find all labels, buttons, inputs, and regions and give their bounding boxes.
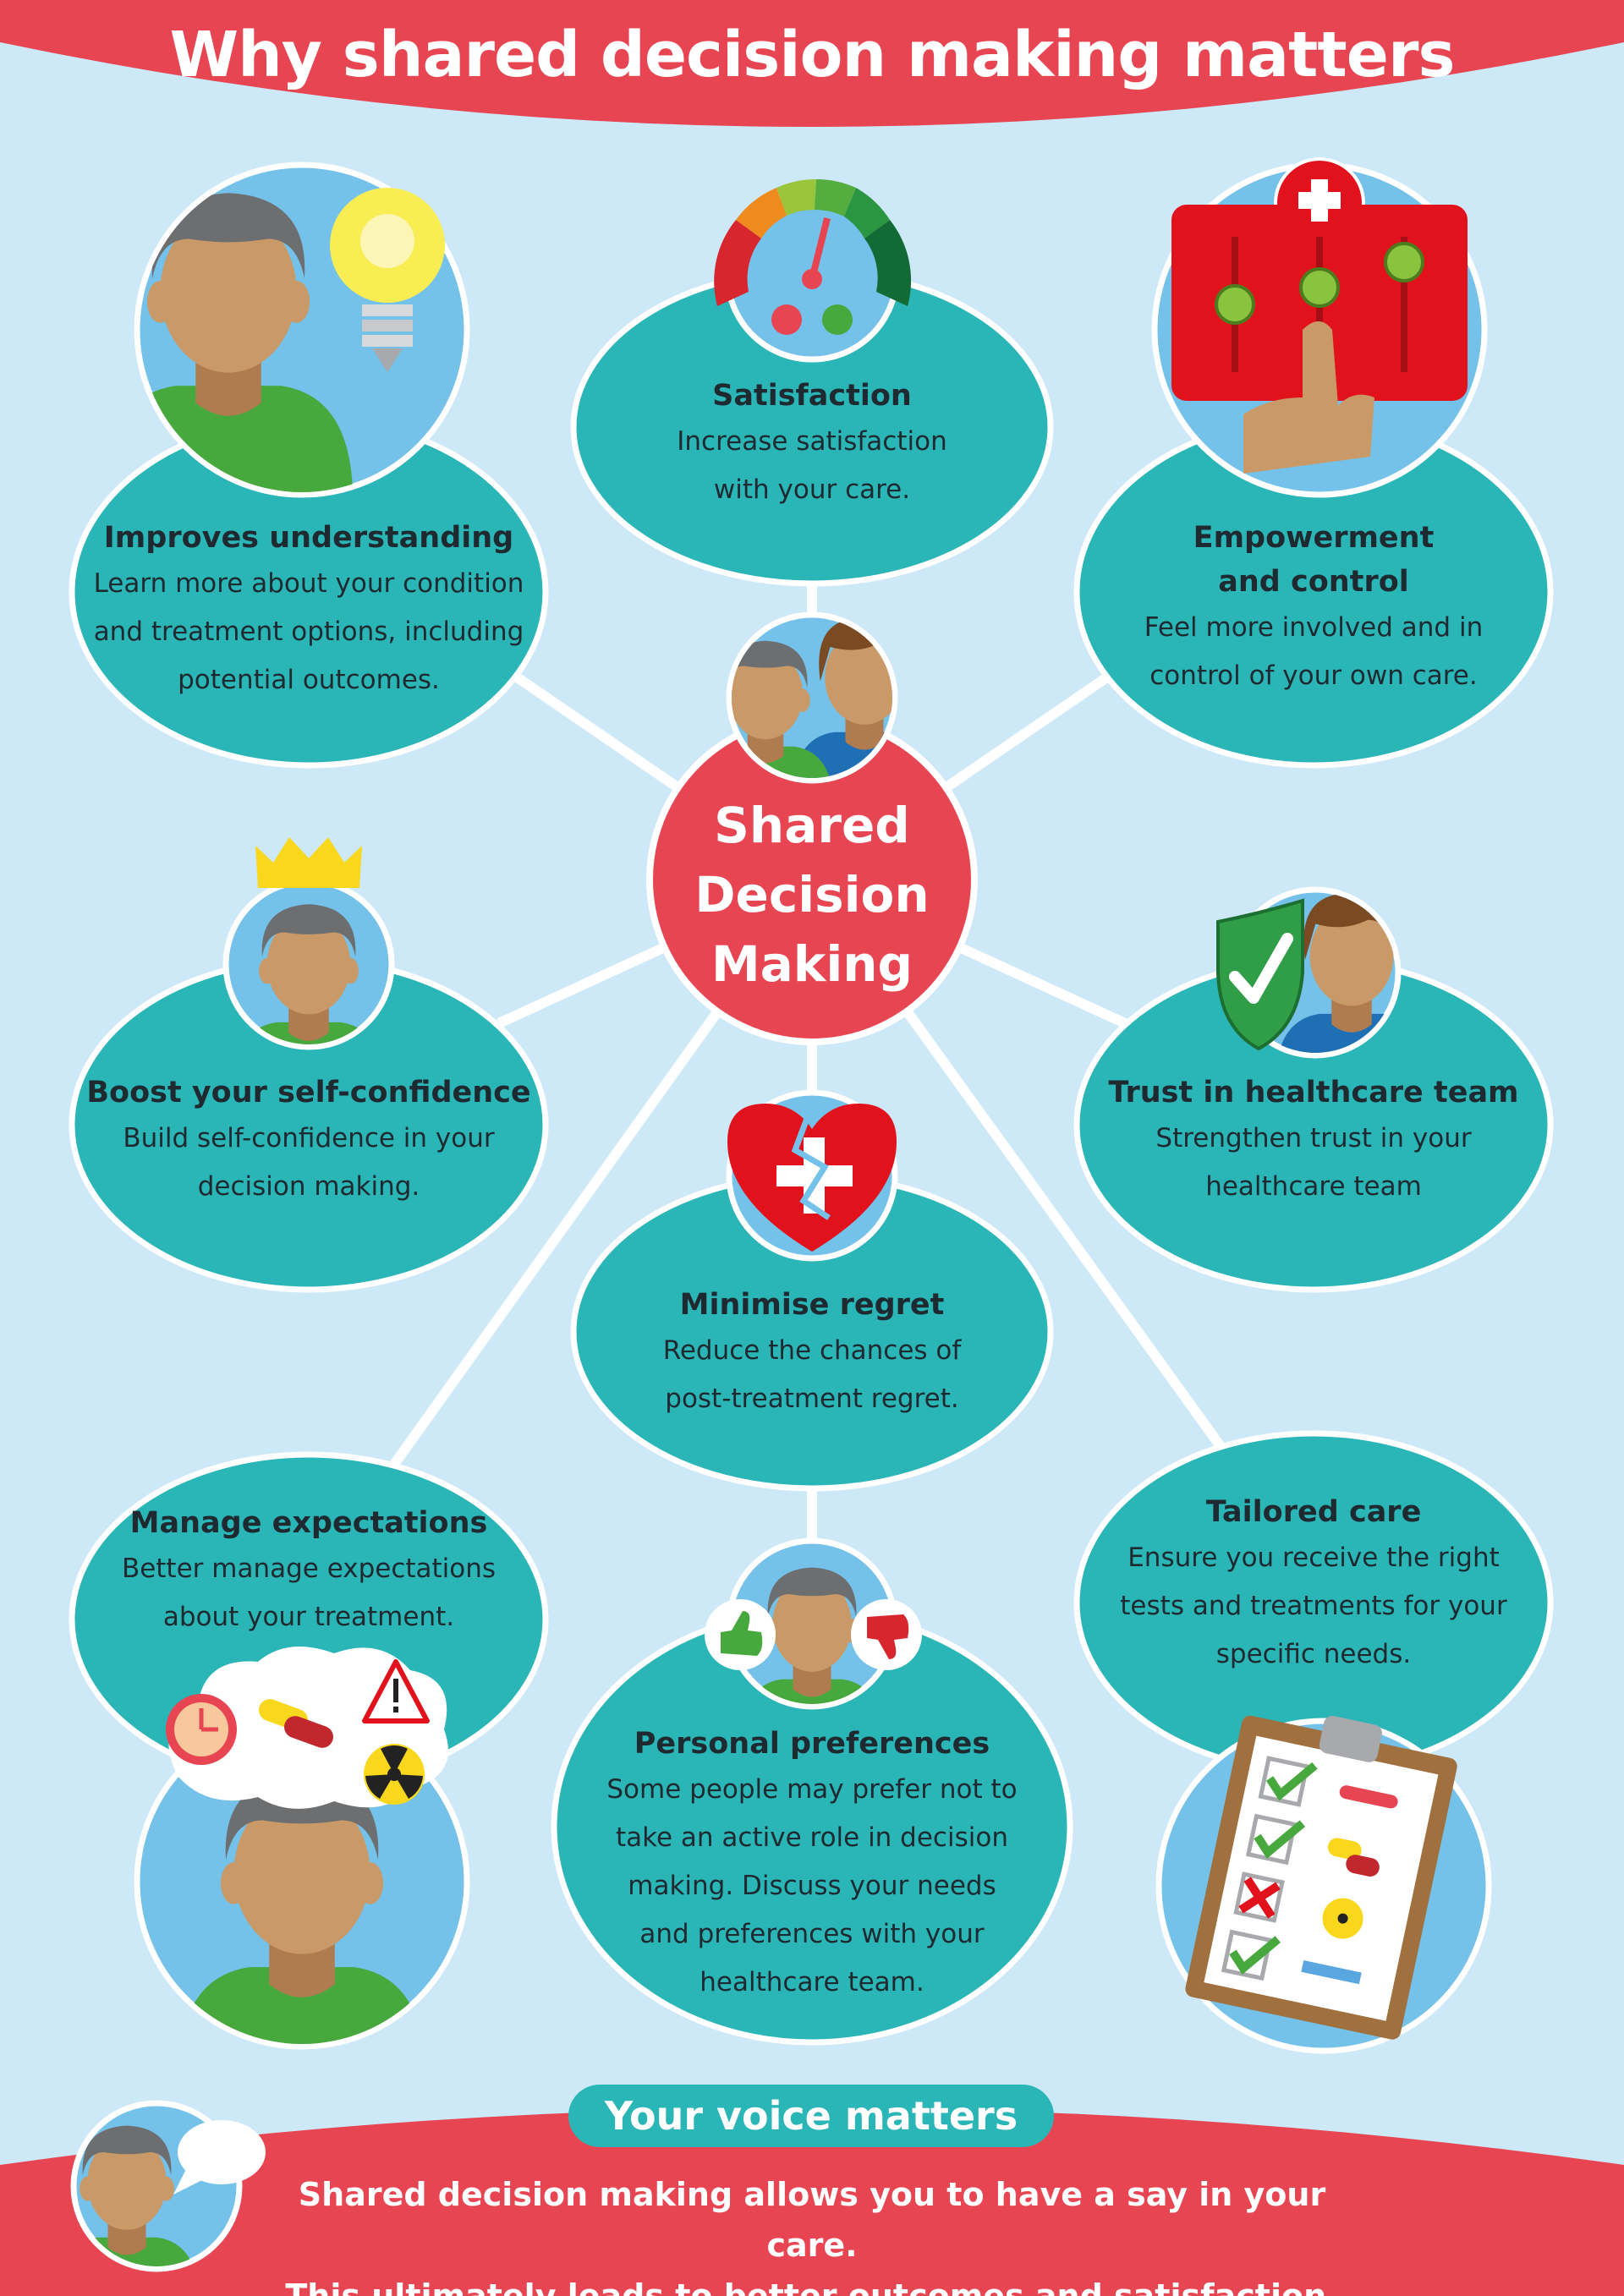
card-text: with your care. <box>713 474 911 505</box>
card-text: Build self-confidence in your <box>123 1123 495 1153</box>
card-text: and treatment options, including <box>93 616 524 647</box>
understanding-card: Improves understanding Learn more about … <box>76 516 541 704</box>
broken-heart-icon <box>726 1089 898 1262</box>
warning-icon <box>362 1659 430 1723</box>
medical-controls-icon <box>1151 157 1488 498</box>
card-heading: Tailored care <box>1205 1495 1422 1529</box>
card-text: Feel more involved and in <box>1144 612 1484 643</box>
expectations-card: Manage expectations Better manage expect… <box>93 1501 524 1641</box>
card-text: Strengthen trust in your <box>1155 1123 1472 1153</box>
card-text: tests and treatments for your <box>1120 1591 1507 1621</box>
card-heading: Improves understanding <box>103 521 514 555</box>
center-line: Shared <box>714 797 910 854</box>
thumbs-down-icon <box>851 1599 922 1670</box>
voice-pill <box>568 2085 1054 2147</box>
footer-text: Shared decision making allows you to hav… <box>254 2169 1370 2296</box>
card-text: Increase satisfaction <box>677 426 947 457</box>
footer-banner <box>0 2107 1624 2296</box>
card-text: healthcare team <box>1205 1171 1422 1202</box>
card-heading: and control <box>1218 565 1409 599</box>
voice-matters-label: Your voice matters <box>604 2093 1018 2139</box>
card-heading: Boost your self-confidence <box>86 1076 531 1110</box>
card-text: making. Discuss your needs <box>628 1871 996 1901</box>
satisfaction-card: Satisfaction Increase satisfaction with … <box>617 374 1007 514</box>
card-text: Reduce the chances of <box>662 1335 962 1366</box>
trust-card: Trust in healthcare team Strengthen trus… <box>1094 1071 1533 1211</box>
card-text: Learn more about your condition <box>93 568 524 599</box>
speech-bubble-icon <box>173 2120 266 2195</box>
card-heading: Manage expectations <box>129 1506 488 1540</box>
card-text: decision making. <box>197 1171 420 1202</box>
center-line: Making <box>710 935 914 993</box>
pills-icon <box>259 1699 333 1748</box>
checklist-icon <box>1155 1715 1492 2054</box>
card-heading: Trust in healthcare team <box>1108 1076 1519 1110</box>
card-text: healthcare team. <box>700 1967 924 1997</box>
page-title: Why shared decision making matters <box>169 19 1455 91</box>
card-text: take an active role in decision <box>616 1822 1008 1853</box>
card-heading: Satisfaction <box>712 379 912 413</box>
card-heading: Minimise regret <box>679 1288 945 1322</box>
radiation-icon <box>364 1744 425 1805</box>
card-text: specific needs. <box>1215 1639 1412 1669</box>
card-text: control of your own care. <box>1149 660 1478 691</box>
crown-icon <box>222 837 395 1050</box>
card-heading: Personal preferences <box>634 1727 990 1761</box>
card-text: about your treatment. <box>162 1602 455 1632</box>
empowerment-card: Empowerment and control Feel more involv… <box>1094 516 1533 700</box>
card-text: potential outcomes. <box>178 665 440 695</box>
thumbs-up-icon <box>705 1599 776 1670</box>
card-text: Ensure you receive the right <box>1127 1543 1500 1573</box>
tailored-card: Tailored care Ensure you receive the rig… <box>1094 1490 1533 1679</box>
clock-icon <box>166 1694 237 1765</box>
card-text: and preferences with your <box>639 1919 985 1949</box>
satisfaction-gauge-icon <box>714 178 912 363</box>
title-banner <box>0 0 1624 127</box>
card-text: Some people may prefer not to <box>606 1774 1018 1805</box>
footer-line: This ultimately leads to better outcomes… <box>285 2277 1339 2296</box>
card-text: Better manage expectations <box>121 1553 497 1584</box>
lightbulb-icon <box>134 162 470 498</box>
card-heading: Empowerment <box>1193 521 1435 555</box>
footer-line: Shared decision making allows you to hav… <box>298 2176 1326 2264</box>
preferences-card: Personal preferences Some people may pre… <box>592 1722 1032 2007</box>
center-title: Shared Decision Making <box>643 791 981 999</box>
center-line: Decision <box>694 866 930 923</box>
confidence-card: Boost your self-confidence Build self-co… <box>80 1071 537 1211</box>
card-text: post-treatment regret. <box>665 1384 959 1414</box>
regret-card: Minimise regret Reduce the chances of po… <box>617 1283 1007 1423</box>
